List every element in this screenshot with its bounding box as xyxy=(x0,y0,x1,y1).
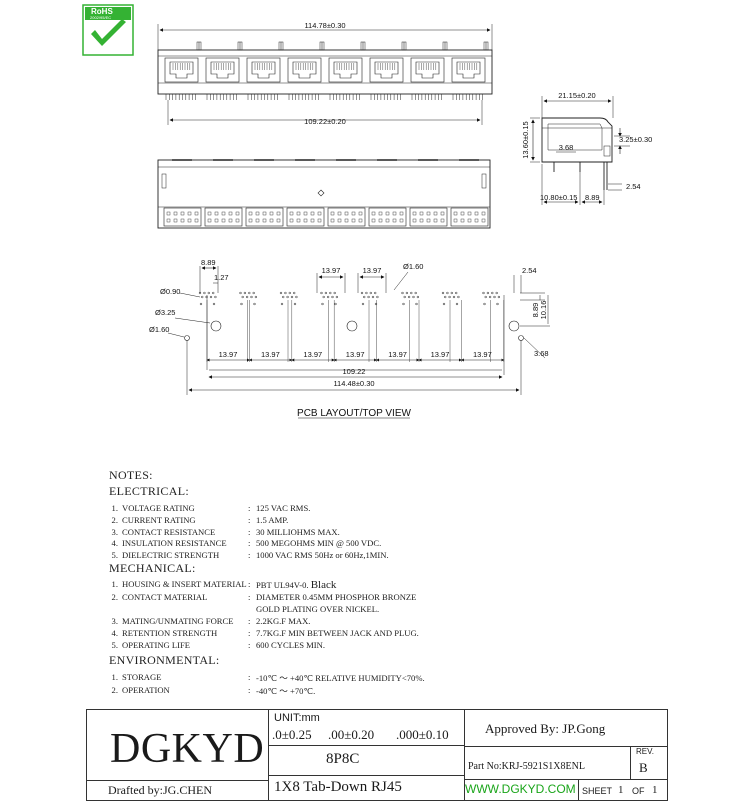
dim-pcb-spacing: 13.97 xyxy=(261,350,280,359)
dim-pcb-1397-top-a: 13.97 xyxy=(322,266,341,275)
dim-side-offset: 3.25±0.30 xyxy=(619,135,652,144)
notes-title: NOTES: xyxy=(109,468,153,482)
pcb-title: PCB LAYOUT/TOP VIEW xyxy=(297,408,411,419)
rev-label: REV. xyxy=(636,747,654,756)
front-port xyxy=(451,41,489,100)
rohs-logo: RoHS 2002/95/EC xyxy=(82,4,134,56)
bottom-port xyxy=(368,159,407,227)
pcb-hole-group xyxy=(279,291,298,362)
dim-pcb-889r: 8.89 xyxy=(531,303,540,318)
front-port xyxy=(246,41,284,100)
front-port xyxy=(369,41,407,100)
front-port xyxy=(287,41,325,100)
rohs-checkmark-icon xyxy=(82,4,134,56)
revision: B xyxy=(639,760,648,775)
rohs-sub: 2002/95/EC xyxy=(90,15,112,20)
tolerance-2: .00±0.20 xyxy=(328,727,375,742)
front-port xyxy=(410,41,448,100)
pcb-hole-group xyxy=(401,291,420,362)
dim-side-inner: 3.68 xyxy=(559,143,574,152)
tolerance-3: .000±0.10 xyxy=(396,727,449,742)
bottom-port xyxy=(204,159,243,227)
front-view xyxy=(157,24,493,125)
dim-pcb-spacing: 13.97 xyxy=(219,350,238,359)
sheet-label: SHEET xyxy=(582,786,613,796)
side-view xyxy=(530,96,630,205)
dim-pcb-160a: Ø1.60 xyxy=(149,325,169,334)
environmental-heading: ENVIRONMENTAL: xyxy=(109,653,220,667)
bottom-port xyxy=(286,159,325,227)
dim-pcb-114: 114.48±0.30 xyxy=(333,379,374,388)
dim-pcb-127: 1.27 xyxy=(214,273,229,282)
technical-drawing: 114.78±0.30 109.22±0.20 21.15±0.20 13.60… xyxy=(149,21,652,419)
pcb-hole-group xyxy=(198,291,217,362)
rohs-title: RoHS xyxy=(91,7,113,16)
bottom-port xyxy=(327,159,366,227)
front-port xyxy=(205,41,243,100)
dim-pcb-spacing: 13.97 xyxy=(431,350,450,359)
dim-side-bottom-a: 10.80±0.15 xyxy=(540,193,577,202)
part-description: 1X8 Tab-Down RJ45 xyxy=(274,779,402,795)
drafted-by: Drafted by:JG.CHEN xyxy=(108,783,212,797)
dim-side-depth: 21.15±0.20 xyxy=(558,91,595,100)
dim-pcb-160b: Ø1.60 xyxy=(403,262,423,271)
part-number: Part No:KRJ-5921S1X8ENL xyxy=(468,761,585,772)
electrical-heading: ELECTRICAL: xyxy=(109,484,189,498)
dim-side-height: 13.60±0.15 xyxy=(521,121,530,158)
dim-pcb-spacing: 13.97 xyxy=(346,350,365,359)
pcb-hole-group xyxy=(360,291,379,362)
sheet-number: 1 xyxy=(618,784,624,796)
dim-front-pitch: 109.22±0.20 xyxy=(304,117,346,126)
pcb-hole-group xyxy=(320,291,339,362)
dim-pcb-090: Ø0.90 xyxy=(160,287,180,296)
bottom-view xyxy=(157,159,491,229)
front-port xyxy=(164,41,202,100)
tolerance-1: .0±0.25 xyxy=(272,727,312,742)
approved-by: Approved By: JP.Gong xyxy=(485,721,606,736)
dim-pcb-spacing: 13.97 xyxy=(303,350,322,359)
dim-pcb-325: Ø3.25 xyxy=(155,308,175,317)
front-port xyxy=(328,41,366,100)
unit-label: UNIT:mm xyxy=(274,712,320,724)
dim-front-overall: 114.78±0.30 xyxy=(304,21,345,30)
bottom-port xyxy=(245,159,284,227)
pcb-hole-group xyxy=(441,291,460,362)
bottom-port xyxy=(450,159,489,227)
of-label: OF xyxy=(632,786,645,796)
part-type: 8P8C xyxy=(326,751,360,767)
dim-side-bottom-b: 8.89 xyxy=(585,193,600,202)
bottom-port xyxy=(163,159,202,227)
dim-pcb-254: 2.54 xyxy=(522,266,537,275)
mechanical-heading: MECHANICAL: xyxy=(109,561,196,575)
pcb-layout xyxy=(167,266,550,395)
dim-pcb-889: 8.89 xyxy=(201,258,216,267)
dim-side-pin: 2.54 xyxy=(626,182,641,191)
dim-pcb-1016: 10.16 xyxy=(539,301,548,320)
dim-pcb-109: 109.22 xyxy=(343,367,366,376)
company-name: DGKYD xyxy=(110,726,265,772)
dim-pcb-spacing: 13.97 xyxy=(473,350,492,359)
dim-pcb-1397-top-b: 13.97 xyxy=(363,266,382,275)
pcb-hole-group xyxy=(482,291,501,362)
dim-pcb-spacing: 13.97 xyxy=(388,350,407,359)
dim-pcb-368: 3.68 xyxy=(534,349,549,358)
website-link[interactable]: WWW.DGKYD.COM xyxy=(465,782,576,796)
bottom-port xyxy=(409,159,448,227)
pcb-hole-group xyxy=(239,291,258,362)
sheet-total: 1 xyxy=(652,784,658,796)
